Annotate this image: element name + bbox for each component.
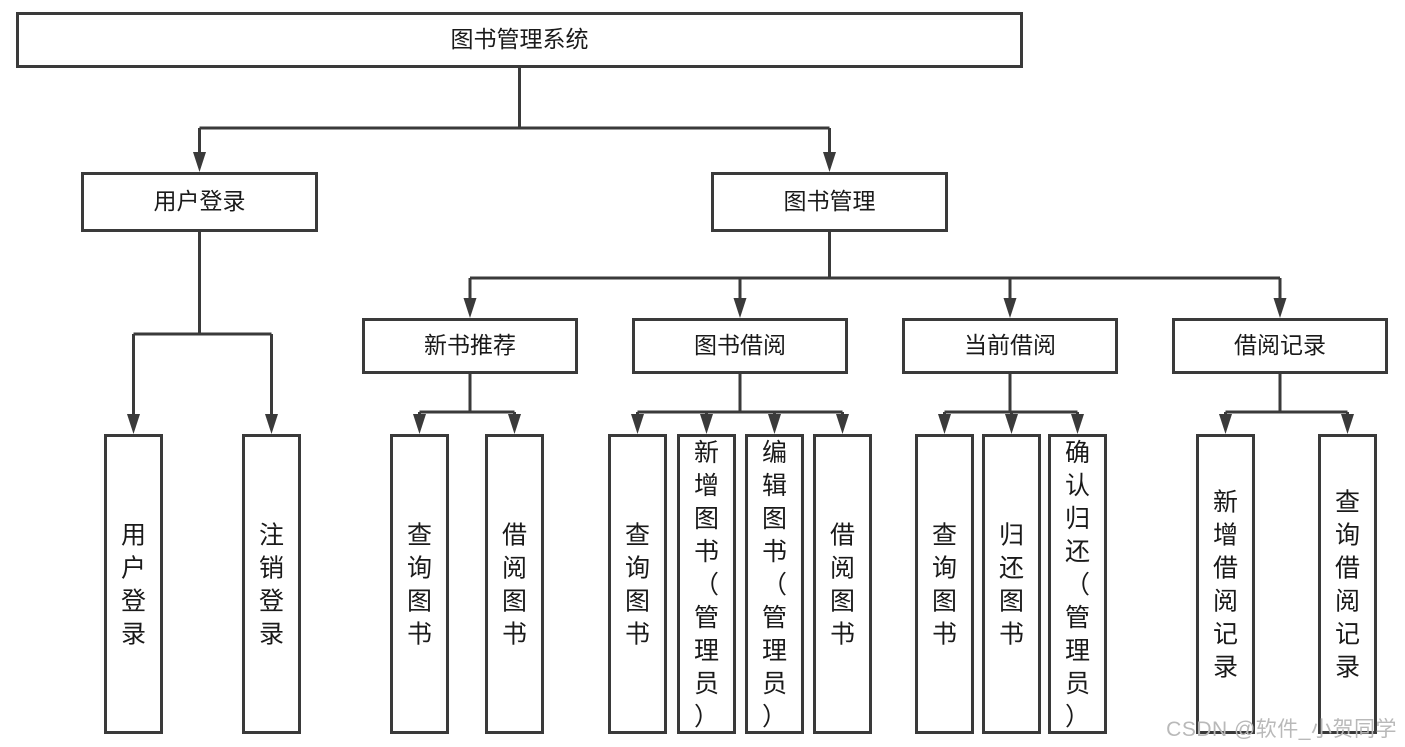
node-box [632,318,848,374]
arrow-head-icon [265,414,278,434]
edge-group-l3_0 [413,374,521,434]
node-box [362,318,578,374]
node-box [1172,318,1388,374]
node-box [81,172,318,232]
arrow-head-icon [463,298,477,318]
node-label: 用户登录 [121,522,146,649]
node-l3_2[interactable]: 当前借阅 [902,318,1118,374]
node-l2_0[interactable]: 用户登录 [81,172,318,232]
node-leaf_10[interactable]: 确认归还（管理员） [1048,434,1107,734]
node-l3_1[interactable]: 图书借阅 [632,318,848,374]
node-label: 当前借阅 [964,332,1056,358]
node-label: 查询借阅记录 [1335,489,1360,682]
node-box [16,12,1023,68]
node-box [1196,434,1255,734]
arrow-head-icon [1341,414,1354,434]
node-label: 注销登录 [259,522,284,649]
arrow-head-icon [508,414,521,434]
watermark-label: CSDN @软件_小贺同学 [1166,718,1397,741]
node-label: 查询图书 [625,522,650,649]
node-label: 编辑图书（管理员） [762,439,787,731]
node-box [915,434,974,734]
node-label: 归还图书 [999,522,1024,649]
edge-group-l2_1 [463,232,1287,318]
node-box [813,434,872,734]
node-leaf_3[interactable]: 借阅图书 [485,434,544,734]
node-label: 确认归还（管理员） [1065,439,1090,731]
arrow-head-icon [631,414,644,434]
edge-group-root [193,68,836,172]
node-box [104,434,163,734]
node-box [390,434,449,734]
node-leaf_2[interactable]: 查询图书 [390,434,449,734]
arrow-head-icon [938,414,951,434]
node-label: 图书管理系统 [451,26,589,52]
arrow-head-icon [127,414,140,434]
node-box [711,172,948,232]
node-label: 借阅图书 [502,522,527,649]
node-leaf_6[interactable]: 编辑图书（管理员） [745,434,804,734]
node-label: 新增图书（管理员） [694,439,719,731]
node-label: 图书管理 [784,188,876,214]
connector-layer [127,68,1354,434]
node-box [1048,434,1107,734]
node-leaf_11[interactable]: 新增借阅记录 [1196,434,1255,734]
node-label: 查询图书 [407,522,432,649]
node-l3_3[interactable]: 借阅记录 [1172,318,1388,374]
node-box [485,434,544,734]
edge-group-l2_0 [127,232,278,434]
node-box [745,434,804,734]
node-leaf_5[interactable]: 新增图书（管理员） [677,434,736,734]
arrow-head-icon [836,414,849,434]
node-label: 新书推荐 [424,332,516,358]
arrow-head-icon [1071,414,1084,434]
edge-group-l3_2 [938,374,1084,434]
node-leaf_1[interactable]: 注销登录 [242,434,301,734]
node-box [1318,434,1377,734]
node-box [608,434,667,734]
edge-group-l3_1 [631,374,849,434]
arrow-head-icon [1273,298,1287,318]
node-layer: 图书管理系统用户登录图书管理新书推荐图书借阅当前借阅借阅记录用户登录注销登录查询… [16,12,1388,734]
node-leaf_9[interactable]: 归还图书 [982,434,1041,734]
node-leaf_4[interactable]: 查询图书 [608,434,667,734]
node-leaf_12[interactable]: 查询借阅记录 [1318,434,1377,734]
node-l2_1[interactable]: 图书管理 [711,172,948,232]
node-box [982,434,1041,734]
arrow-head-icon [1219,414,1232,434]
arrow-head-icon [768,414,781,434]
node-label: 查询图书 [932,522,957,649]
arrow-head-icon [823,152,836,172]
node-box [677,434,736,734]
node-box [902,318,1118,374]
node-leaf_0[interactable]: 用户登录 [104,434,163,734]
arrow-head-icon [413,414,426,434]
arrow-head-icon [193,152,206,172]
arrow-head-icon [733,298,747,318]
node-label: 用户登录 [154,188,246,214]
node-leaf_7[interactable]: 借阅图书 [813,434,872,734]
node-box [242,434,301,734]
edge-group-l3_3 [1219,374,1354,434]
arrow-head-icon [700,414,713,434]
node-label: 借阅记录 [1234,332,1326,358]
node-label: 新增借阅记录 [1213,489,1238,682]
node-leaf_8[interactable]: 查询图书 [915,434,974,734]
node-label: 图书借阅 [694,332,786,358]
node-root[interactable]: 图书管理系统 [16,12,1023,68]
node-l3_0[interactable]: 新书推荐 [362,318,578,374]
node-label: 借阅图书 [830,522,855,649]
arrow-head-icon [1003,298,1017,318]
arrow-head-icon [1005,414,1018,434]
